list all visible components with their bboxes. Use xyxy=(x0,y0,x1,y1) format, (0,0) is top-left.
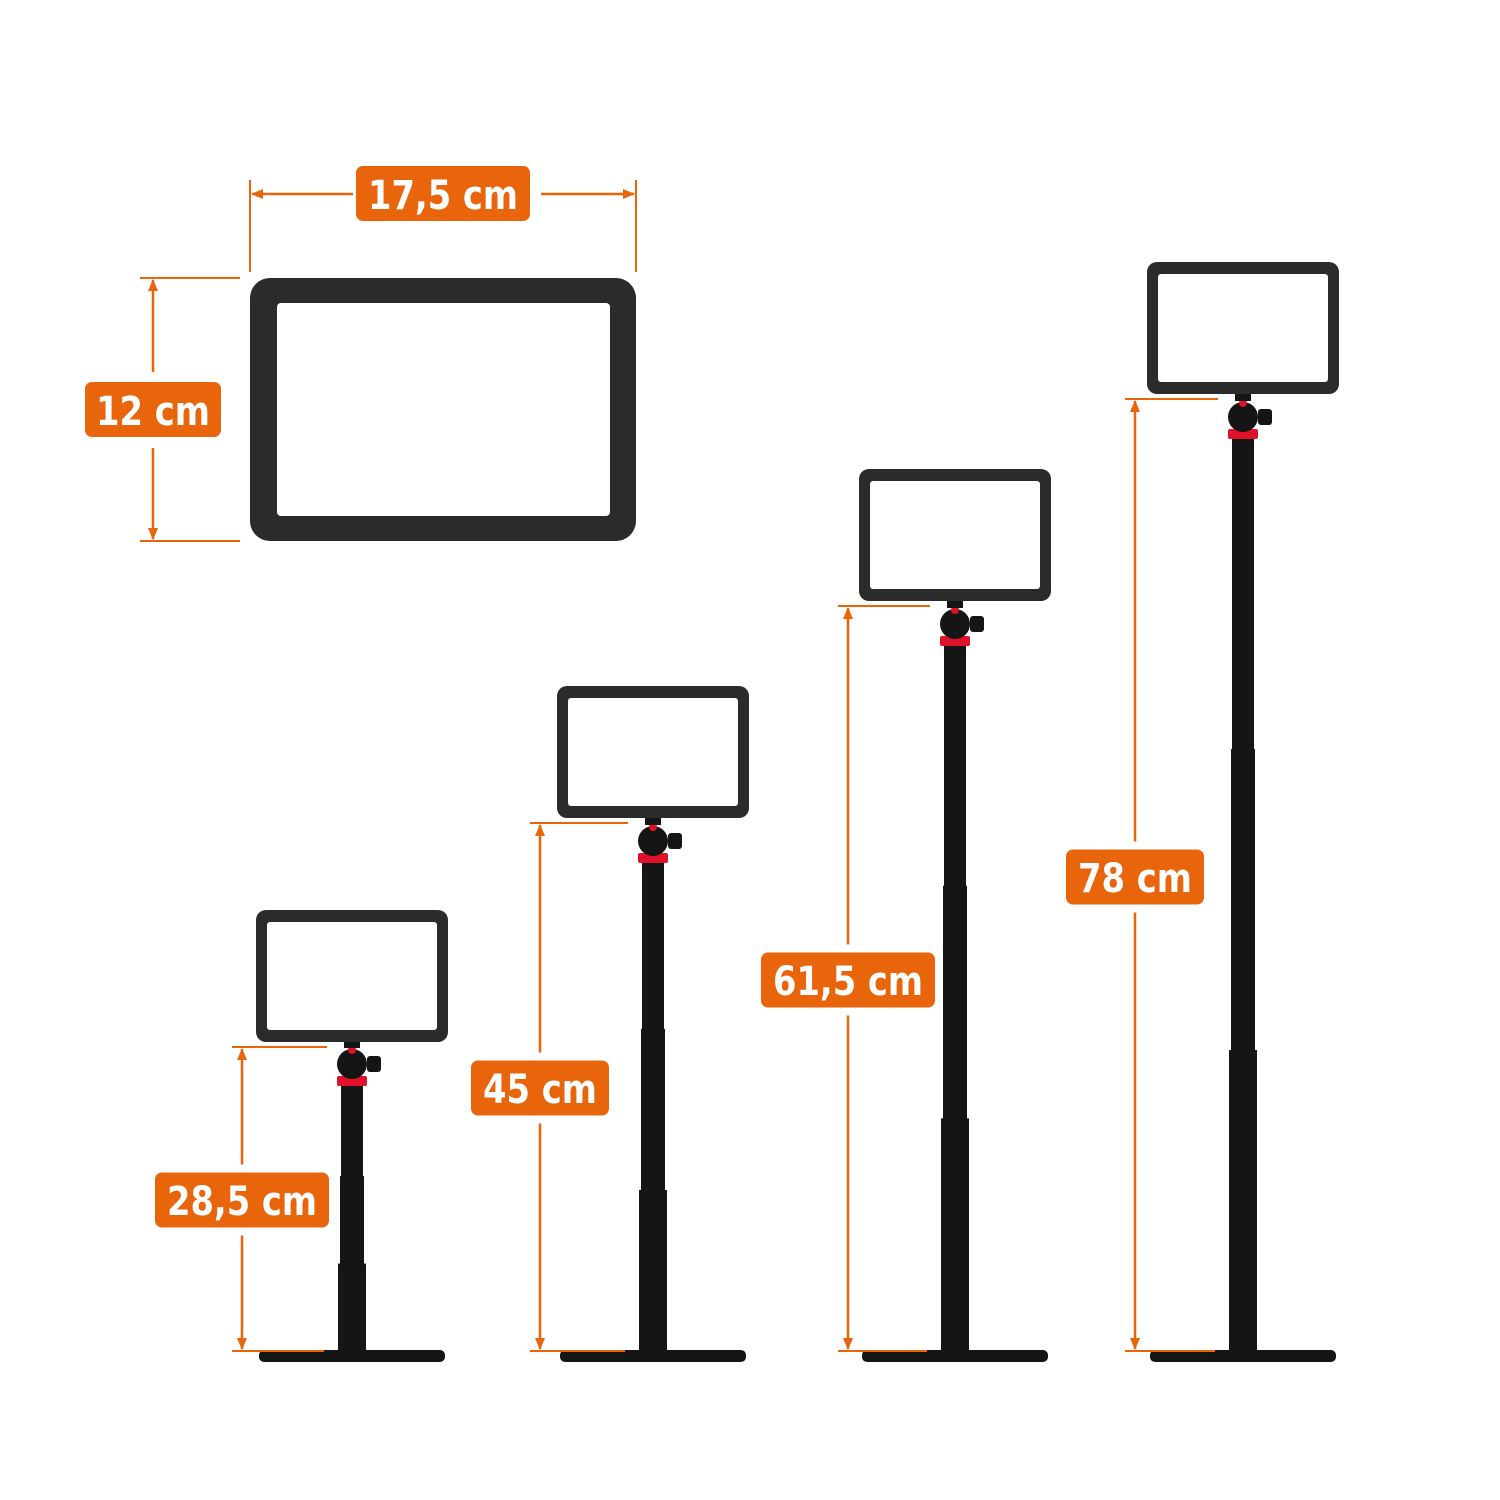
stand-pole-top xyxy=(341,1086,363,1179)
stand-pole-top xyxy=(1232,439,1254,752)
stand-height-label: 78 cm xyxy=(1078,856,1192,902)
height-label-box xyxy=(761,952,935,1008)
stand-1: 28,5 cm xyxy=(155,910,448,1362)
mount-stem xyxy=(1235,391,1251,401)
ball-head-collar xyxy=(638,853,668,863)
width-label-box xyxy=(356,166,530,221)
stand-pole-bottom xyxy=(941,1118,969,1351)
stand-pole-bottom xyxy=(1229,1050,1257,1351)
stand-base xyxy=(560,1350,746,1362)
height-label-box xyxy=(1066,849,1204,905)
stand-pole-middle xyxy=(1231,749,1255,1053)
light-panel-screen xyxy=(1158,274,1328,382)
ball-head-knob xyxy=(668,833,682,849)
mount-stem xyxy=(947,598,963,608)
light-panel-screen xyxy=(568,698,738,806)
stand-pole-top xyxy=(642,863,664,1031)
ball-head xyxy=(1228,402,1258,432)
stands-layer: 28,5 cm 45 cm 61,5 cm 78 cm xyxy=(155,262,1339,1362)
stand-pole-middle xyxy=(641,1028,665,1192)
ball-head xyxy=(940,609,970,639)
stand-base xyxy=(862,1350,1048,1362)
ball-head-knob xyxy=(970,616,984,632)
stand-3: 61,5 cm xyxy=(761,469,1051,1362)
stand-base xyxy=(1150,1350,1336,1362)
stand-height-label: 28,5 cm xyxy=(167,1179,317,1225)
panel-dimension-group: 17,5 cm 12 cm xyxy=(85,166,637,542)
ball-head-knob xyxy=(367,1056,381,1072)
stand-pole-top xyxy=(944,646,966,888)
panel-height-label: 12 cm xyxy=(96,389,210,435)
stand-pole-bottom xyxy=(338,1263,366,1351)
height-label-box xyxy=(85,382,221,437)
stand-pole-middle xyxy=(340,1176,364,1266)
light-panel-screen xyxy=(870,481,1040,589)
ball-head-collar xyxy=(940,636,970,646)
light-panel-screen xyxy=(267,922,437,1030)
ball-head xyxy=(337,1049,367,1079)
stand-2: 45 cm xyxy=(471,686,749,1362)
ball-head-collar xyxy=(1228,429,1258,439)
mount-stem xyxy=(645,815,661,825)
stand-pole-bottom xyxy=(639,1189,667,1351)
height-label-box xyxy=(471,1060,609,1116)
mount-stem xyxy=(344,1038,360,1048)
stand-4: 78 cm xyxy=(1066,262,1339,1362)
panel-width-label: 17,5 cm xyxy=(368,173,518,219)
ball-head-knob xyxy=(1258,409,1272,425)
stand-pole-middle xyxy=(943,885,967,1121)
ball-head-collar xyxy=(337,1076,367,1086)
stand-base xyxy=(259,1350,445,1362)
ball-head xyxy=(638,826,668,856)
stand-height-label: 61,5 cm xyxy=(773,959,923,1005)
large-light-panel-screen xyxy=(277,303,610,516)
height-label-box xyxy=(155,1172,329,1228)
stand-height-label: 45 cm xyxy=(483,1067,597,1113)
